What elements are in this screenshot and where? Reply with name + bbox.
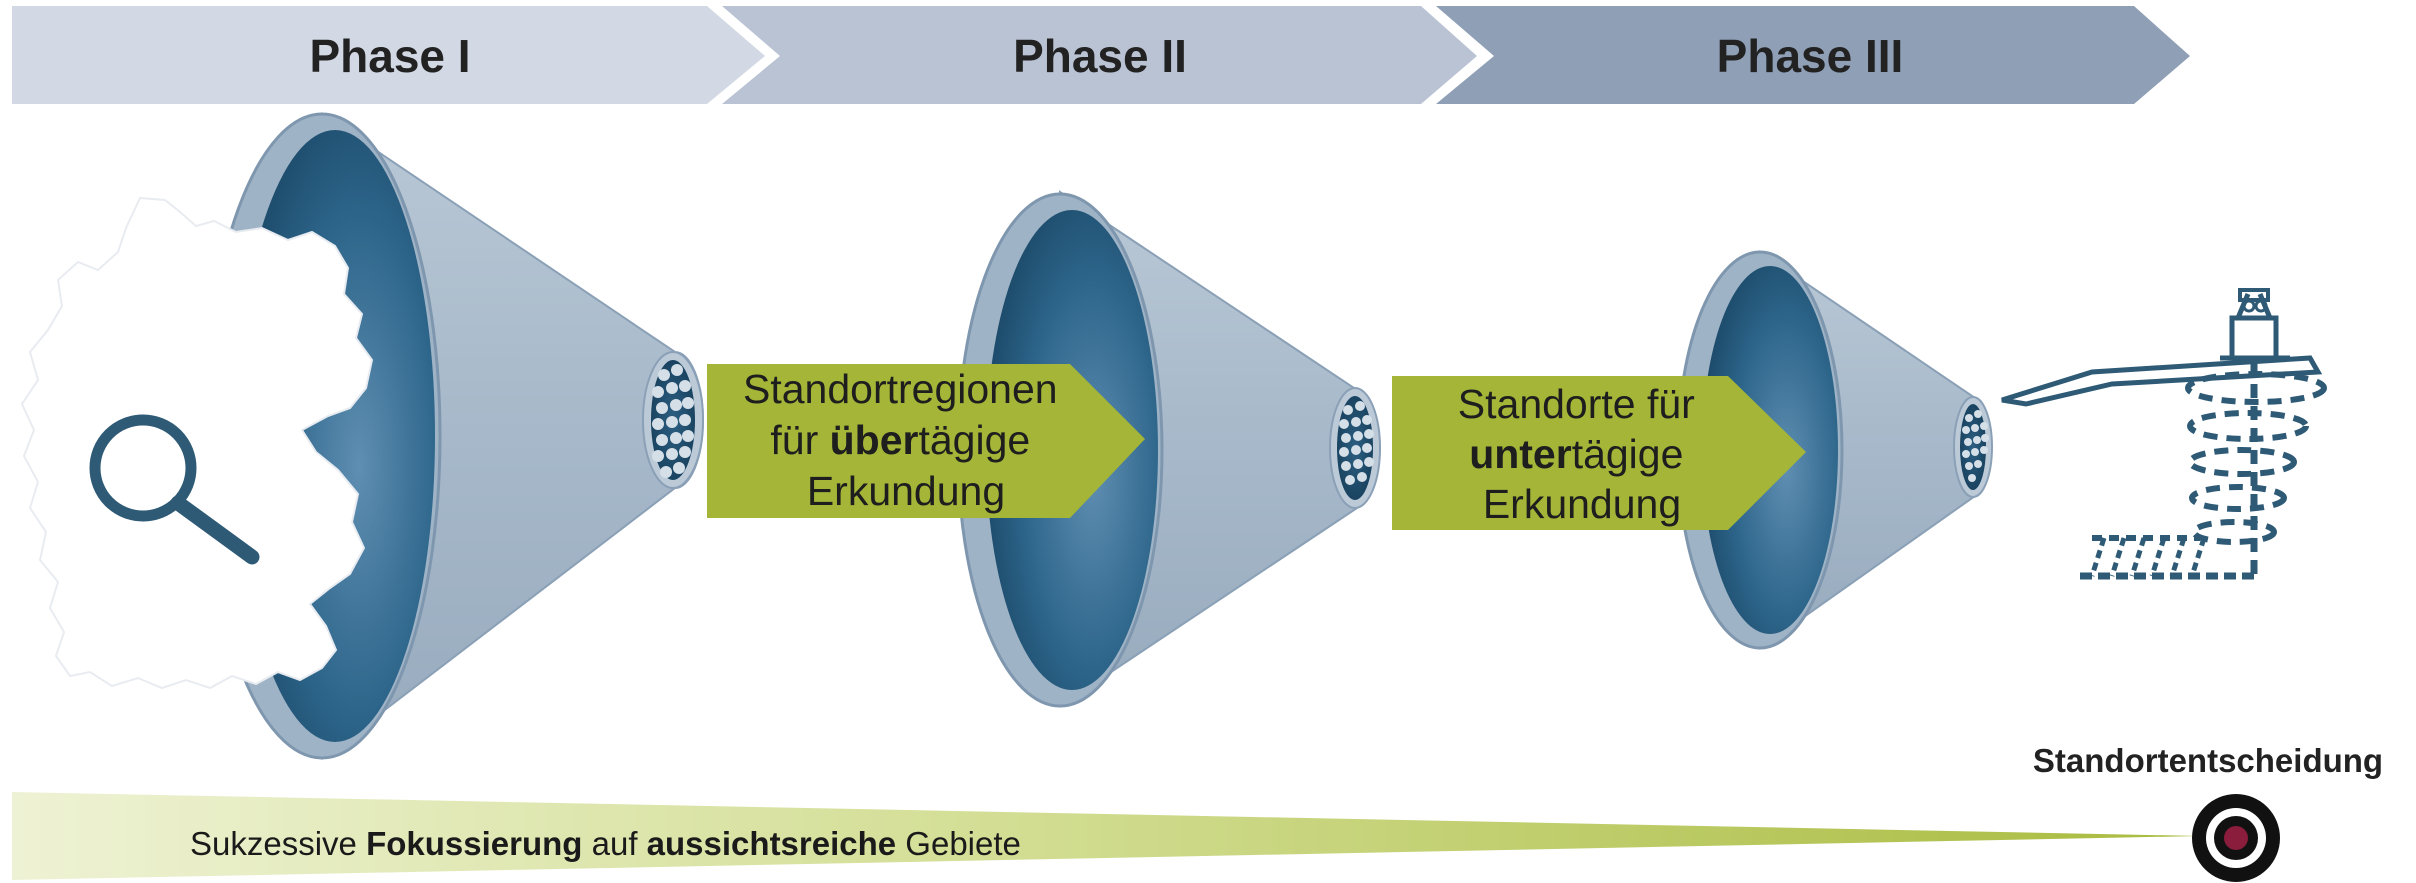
germany-map-icon — [20, 196, 374, 690]
stage-box-1-line-segment: tägige — [918, 417, 1030, 463]
stage-box-2-line-segment: tägige — [1572, 431, 1684, 477]
stage-box-2-line-segment: unter — [1469, 431, 1572, 477]
stage-box-2-line-segment: Standorte für — [1458, 381, 1695, 427]
stage-box-1-line-segment: für — [770, 417, 829, 463]
focus-bar-segment: aussichtsreiche — [647, 825, 896, 862]
magnifier-icon — [89, 414, 260, 565]
phase-2-label: Phase II — [1013, 30, 1187, 82]
decision-label: Standortentscheidung — [2033, 742, 2383, 779]
underground-mine-icon — [2001, 288, 2327, 580]
phase-3-label: Phase III — [1717, 30, 1904, 82]
stage-box-1-line-segment: über — [830, 417, 919, 463]
target-icon — [2192, 794, 2280, 882]
phase-1-label: Phase I — [309, 30, 470, 82]
phase-1-arrow — [12, 6, 765, 104]
focus-bar-segment: Gebiete — [896, 825, 1021, 862]
phase-2-arrow — [722, 6, 1477, 104]
focus-bar-text: Sukzessive Fokussierung auf aussichtsrei… — [190, 825, 1021, 862]
stage-box-1-line-segment: Erkundung — [807, 468, 1005, 514]
stage-box-2-text: Standorte für untertägige Erkundung — [1458, 381, 1706, 527]
focus-bar: Sukzessive Fokussierung auf aussichtsrei… — [12, 792, 2200, 880]
focus-bar-segment: Sukzessive — [190, 825, 366, 862]
stage-box-1: Standortregionen für übertägige Erkundun… — [707, 364, 1145, 518]
focus-bar-segment: auf — [582, 825, 646, 862]
stage-box-1-text: Standortregionen für übertägige Erkundun… — [743, 366, 1069, 514]
stage-box-1-line-segment: Standortregionen — [743, 366, 1058, 412]
decision: Standortentscheidung — [2033, 742, 2383, 882]
focus-bar-segment: Fokussierung — [366, 825, 582, 862]
phase-3-arrow — [1436, 6, 2190, 104]
stage-box-2-line-segment: Erkundung — [1483, 481, 1681, 527]
phase-header: Phase I Phase II Phase III — [12, 6, 2190, 104]
stage-box-2: Standorte für untertägige Erkundung — [1392, 376, 1806, 530]
